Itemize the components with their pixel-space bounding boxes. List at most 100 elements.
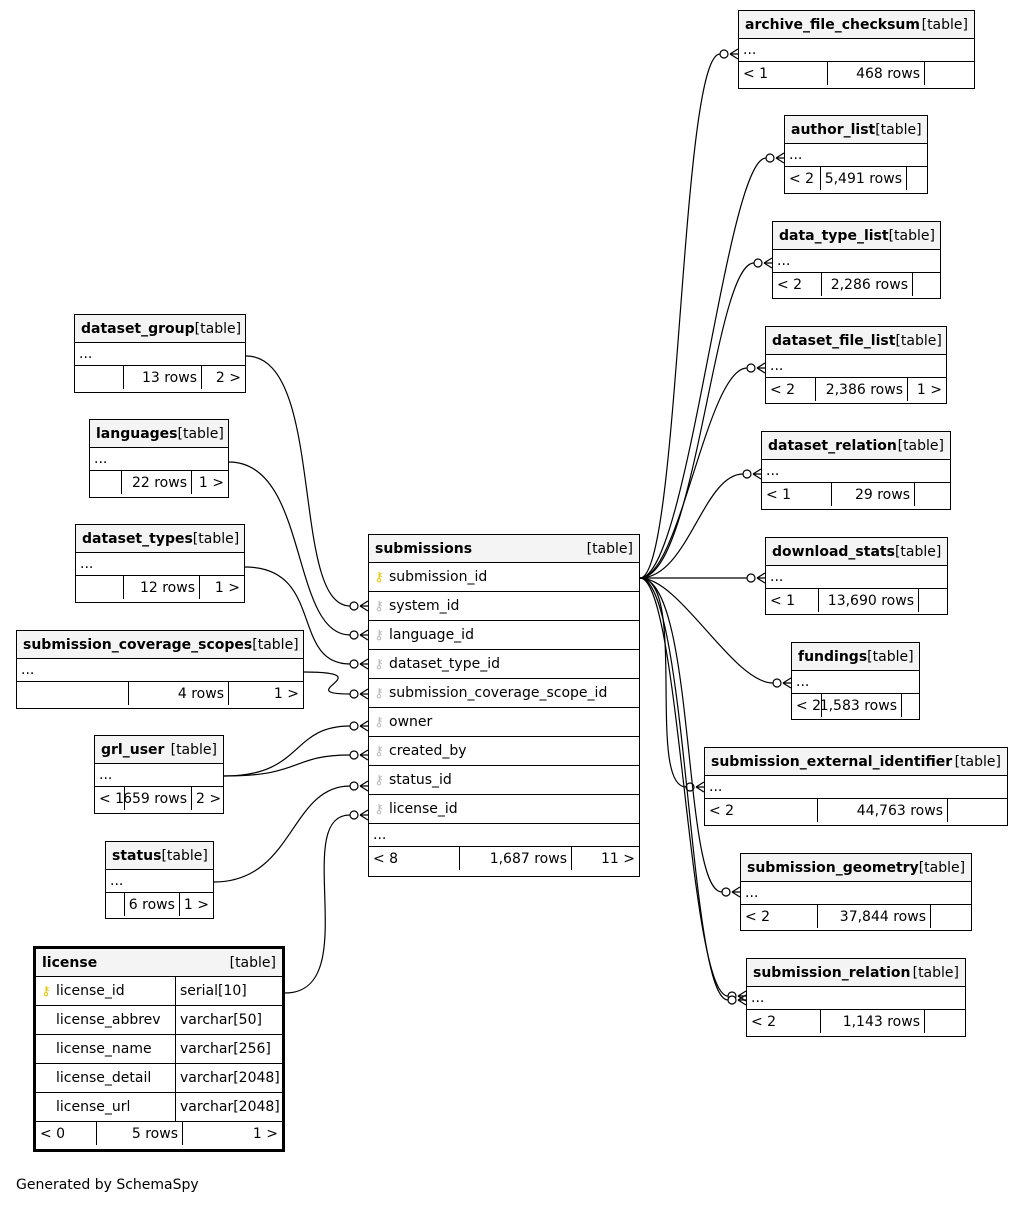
- column-name: license_id: [56, 983, 125, 999]
- crowfoot-fundings: [772, 677, 792, 689]
- parents-count: [17, 682, 129, 705]
- crowfoot-download-stats: [746, 572, 766, 584]
- row-count: 13,690 rows: [819, 589, 919, 612]
- row-count: 44,763 rows: [818, 799, 948, 822]
- row-count: 659 rows: [123, 787, 192, 810]
- link-status: [213, 785, 351, 883]
- parents-count: < 1: [766, 589, 819, 612]
- column-ellipsis: ...: [792, 671, 919, 694]
- parents-count: < 2: [785, 167, 821, 190]
- column-row[interactable]: license_name varchar[256]: [36, 1035, 282, 1064]
- column-type: varchar[256]: [180, 1041, 271, 1057]
- parents-count: < 2: [792, 694, 822, 717]
- table-name: submission_external_identifier: [711, 753, 953, 770]
- column-row[interactable]: ⚷status_id: [369, 766, 639, 795]
- crowfoot-dataset-relation: [742, 468, 762, 480]
- row-count: 22 rows: [122, 471, 192, 494]
- parents-count: < 0: [36, 1122, 97, 1145]
- column-name-cell: ⚷ license_id: [36, 977, 176, 1005]
- table-name: status: [112, 847, 162, 864]
- children-count: [907, 167, 927, 190]
- parents-count: < 2: [773, 273, 822, 296]
- crowfoot-archive-file-checksum: [719, 48, 739, 60]
- parents-count: < 8: [369, 847, 460, 870]
- table-name: archive_file_checksum: [745, 16, 920, 33]
- table-tag: [table]: [921, 16, 968, 33]
- table-name: download_stats: [772, 543, 895, 560]
- column-name: language_id: [389, 627, 474, 643]
- row-count: 29 rows: [832, 483, 915, 506]
- column-row[interactable]: ⚷dataset_type_id: [369, 650, 639, 679]
- crowfoot-submission-relation: [727, 990, 747, 1002]
- column-row[interactable]: ⚷created_by: [369, 737, 639, 766]
- row-count: 5 rows: [97, 1122, 183, 1145]
- column-row[interactable]: ⚷ owner: [369, 708, 639, 737]
- column-name: license_abbrev: [56, 1012, 161, 1028]
- table-tag: [table]: [192, 530, 240, 547]
- crowfoot-license: [349, 809, 369, 821]
- column-name: owner: [389, 714, 433, 730]
- column-ellipsis: ...: [705, 776, 1007, 799]
- column-row[interactable]: ⚷license_id: [369, 795, 639, 824]
- primary-key-icon: ⚷: [41, 983, 51, 999]
- link-grl-user-owner: [223, 725, 351, 777]
- column-name: dataset_type_id: [389, 656, 500, 672]
- crowfoot-dataset-types: [349, 658, 369, 670]
- foreign-key-icon: ⚷: [374, 772, 384, 788]
- crowfoot-submission-external-identifier: [685, 781, 705, 793]
- column-row[interactable]: ⚷system_id: [369, 592, 639, 621]
- column-name: submission_id: [389, 569, 488, 585]
- crowfoot-languages: [349, 629, 369, 641]
- table-tag: [table]: [897, 437, 944, 454]
- row-count: 4 rows: [129, 682, 229, 705]
- table-submission-external-identifier[interactable]: submission_external_identifier[table] ..…: [704, 747, 1008, 826]
- table-name: dataset_types: [82, 530, 193, 547]
- table-tag: [table]: [161, 847, 208, 864]
- foreign-key-icon: ⚷: [374, 714, 384, 730]
- primary-key-icon: ⚷: [374, 569, 384, 585]
- column-name: license_name: [56, 1041, 152, 1057]
- children-count: [948, 799, 1007, 822]
- foreign-key-icon: ⚷: [374, 598, 384, 614]
- link-dataset-group-system: [245, 355, 351, 607]
- column-ellipsis: ...: [747, 987, 965, 1010]
- column-row[interactable]: ⚷language_id: [369, 621, 639, 650]
- table-tag: [table]: [888, 227, 935, 244]
- column-ellipsis: ...: [739, 39, 974, 62]
- column-name-cell: license_url: [36, 1093, 176, 1121]
- link-data-type-list: [639, 262, 755, 579]
- generated-by-label: Generated by SchemaSpy: [16, 1177, 199, 1193]
- link-grl-user-created: [223, 754, 351, 777]
- row-count: 1,687 rows: [460, 847, 572, 870]
- table-submission-coverage-scopes[interactable]: submission_coverage_scopes[table] ... 4 …: [16, 630, 304, 709]
- row-count: 1,583 rows: [820, 694, 902, 717]
- parents-count: < 1: [95, 787, 125, 810]
- column-row[interactable]: ⚷ submission_id: [369, 563, 639, 592]
- link-author-list: [639, 157, 767, 579]
- column-row[interactable]: ⚷submission_coverage_scope_id: [369, 679, 639, 708]
- table-submissions[interactable]: submissions[table] ⚷submission_id⚷system…: [368, 534, 640, 877]
- column-ellipsis: ...: [741, 882, 971, 905]
- link-languages: [228, 461, 351, 636]
- crowfoot-author-list: [765, 152, 785, 164]
